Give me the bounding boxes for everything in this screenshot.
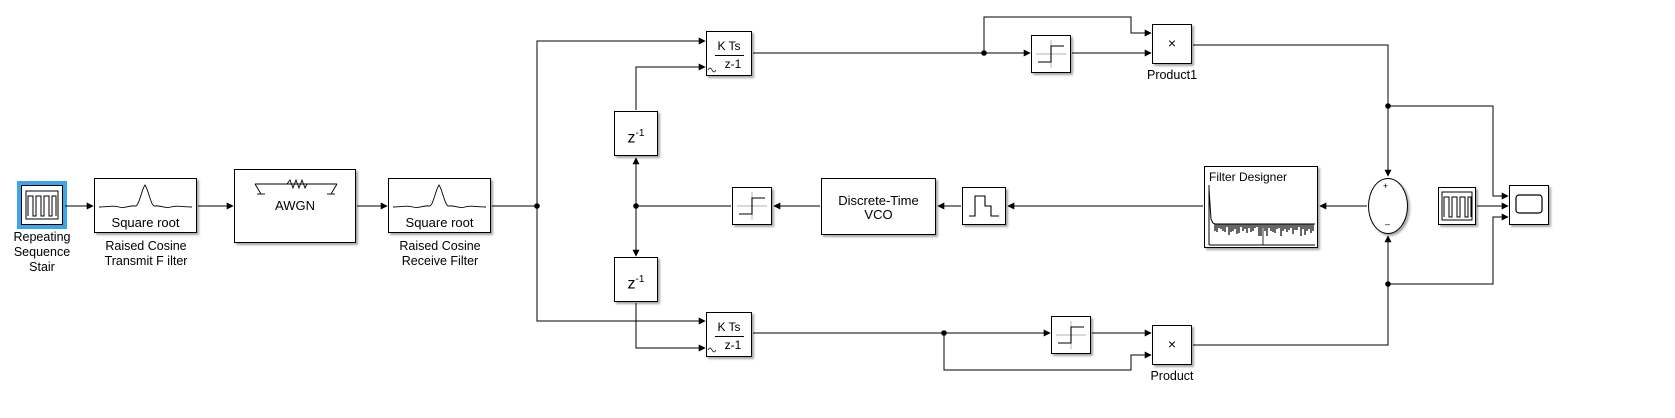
- awgn-text: AWGN: [275, 198, 315, 213]
- discrete-integrator-top-block[interactable]: K Ts z-1: [706, 31, 752, 76]
- frequency-response-icon: [1208, 185, 1315, 246]
- branch-point: [941, 330, 947, 336]
- product-symbol: ×: [1167, 336, 1177, 352]
- scope-block[interactable]: [1509, 185, 1549, 225]
- sinc-pulse-icon: [98, 184, 193, 208]
- product1-label: Product1: [1146, 68, 1198, 82]
- repeating-sequence-block-2[interactable]: [1438, 187, 1476, 225]
- raised-cosine-transmit-filter-block[interactable]: Square root: [94, 178, 197, 233]
- signal-line: [1388, 213, 1509, 285]
- discrete-integrator-bottom-block[interactable]: K Ts z-1: [706, 312, 752, 357]
- delay-bottom-text: z-1: [627, 274, 645, 293]
- sign-function-icon: [1036, 40, 1066, 68]
- sign-bottom-block[interactable]: [1051, 316, 1091, 354]
- unit-delay-top-block[interactable]: z-1: [614, 111, 658, 156]
- vco-line1: Discrete-Time: [838, 193, 919, 208]
- staircase-signal-icon: [25, 190, 59, 220]
- sign-function-icon: [1056, 321, 1086, 349]
- signal-line: [635, 63, 706, 110]
- unit-delay-bottom-block[interactable]: z-1: [614, 257, 658, 302]
- integrator-top-den: z-1: [724, 57, 742, 71]
- product-block[interactable]: ×: [1152, 325, 1192, 365]
- zero-order-hold-block[interactable]: [962, 187, 1006, 225]
- scope-icon: [1515, 194, 1543, 214]
- fraction-bar: [715, 336, 744, 337]
- product1-symbol: ×: [1167, 35, 1177, 51]
- sign-function-icon: [737, 192, 767, 220]
- transmit-filter-label: Raised Cosine Transmit F ilter: [104, 239, 188, 268]
- sum-minus-sign: –: [1385, 219, 1391, 229]
- receive-filter-label: Raised Cosine Receive Filter: [399, 239, 481, 268]
- sum-plus-sign: +: [1383, 181, 1389, 191]
- integrator-bottom-num: K Ts: [717, 320, 741, 334]
- receive-filter-text: Square root: [405, 215, 474, 230]
- branch-point: [981, 50, 987, 56]
- sinc-pulse-icon: [392, 184, 487, 208]
- repeating-sequence-stair-block[interactable]: [17, 181, 67, 229]
- fraction-bar: [715, 55, 744, 56]
- raised-cosine-receive-filter-block[interactable]: Square root: [388, 178, 491, 233]
- sign-middle-block[interactable]: [732, 187, 772, 225]
- signal-line: [1388, 105, 1509, 200]
- signal-line: [1193, 44, 1392, 177]
- repeating-sequence-stair-label: Repeating Sequence Stair: [13, 230, 71, 274]
- channel-noise-icon: [254, 178, 338, 195]
- branch-point: [534, 203, 540, 209]
- pulse-icon: [969, 195, 999, 217]
- signal-line: [635, 303, 706, 352]
- integrator-bottom-den: z-1: [724, 338, 742, 352]
- filter-designer-block[interactable]: Filter Designer: [1204, 166, 1318, 248]
- branch-point: [1385, 103, 1391, 109]
- vco-line2: VCO: [864, 207, 893, 222]
- staircase-signal-icon: [1441, 191, 1473, 221]
- signal-line: [1193, 235, 1392, 346]
- product1-block[interactable]: ×: [1152, 24, 1192, 64]
- integrator-top-num: K Ts: [717, 39, 741, 53]
- delay-top-text: z-1: [627, 128, 645, 147]
- awgn-channel-block[interactable]: AWGN: [234, 169, 356, 243]
- transmit-filter-text: Square root: [111, 215, 180, 230]
- signal-line: [943, 333, 1152, 371]
- sign-top-block[interactable]: [1031, 35, 1071, 73]
- product-label: Product: [1150, 369, 1194, 383]
- branch-point: [633, 203, 639, 209]
- sum-block[interactable]: + –: [1368, 178, 1408, 234]
- branch-point: [1385, 281, 1391, 287]
- discrete-time-vco-block[interactable]: Discrete-Time VCO: [821, 178, 936, 235]
